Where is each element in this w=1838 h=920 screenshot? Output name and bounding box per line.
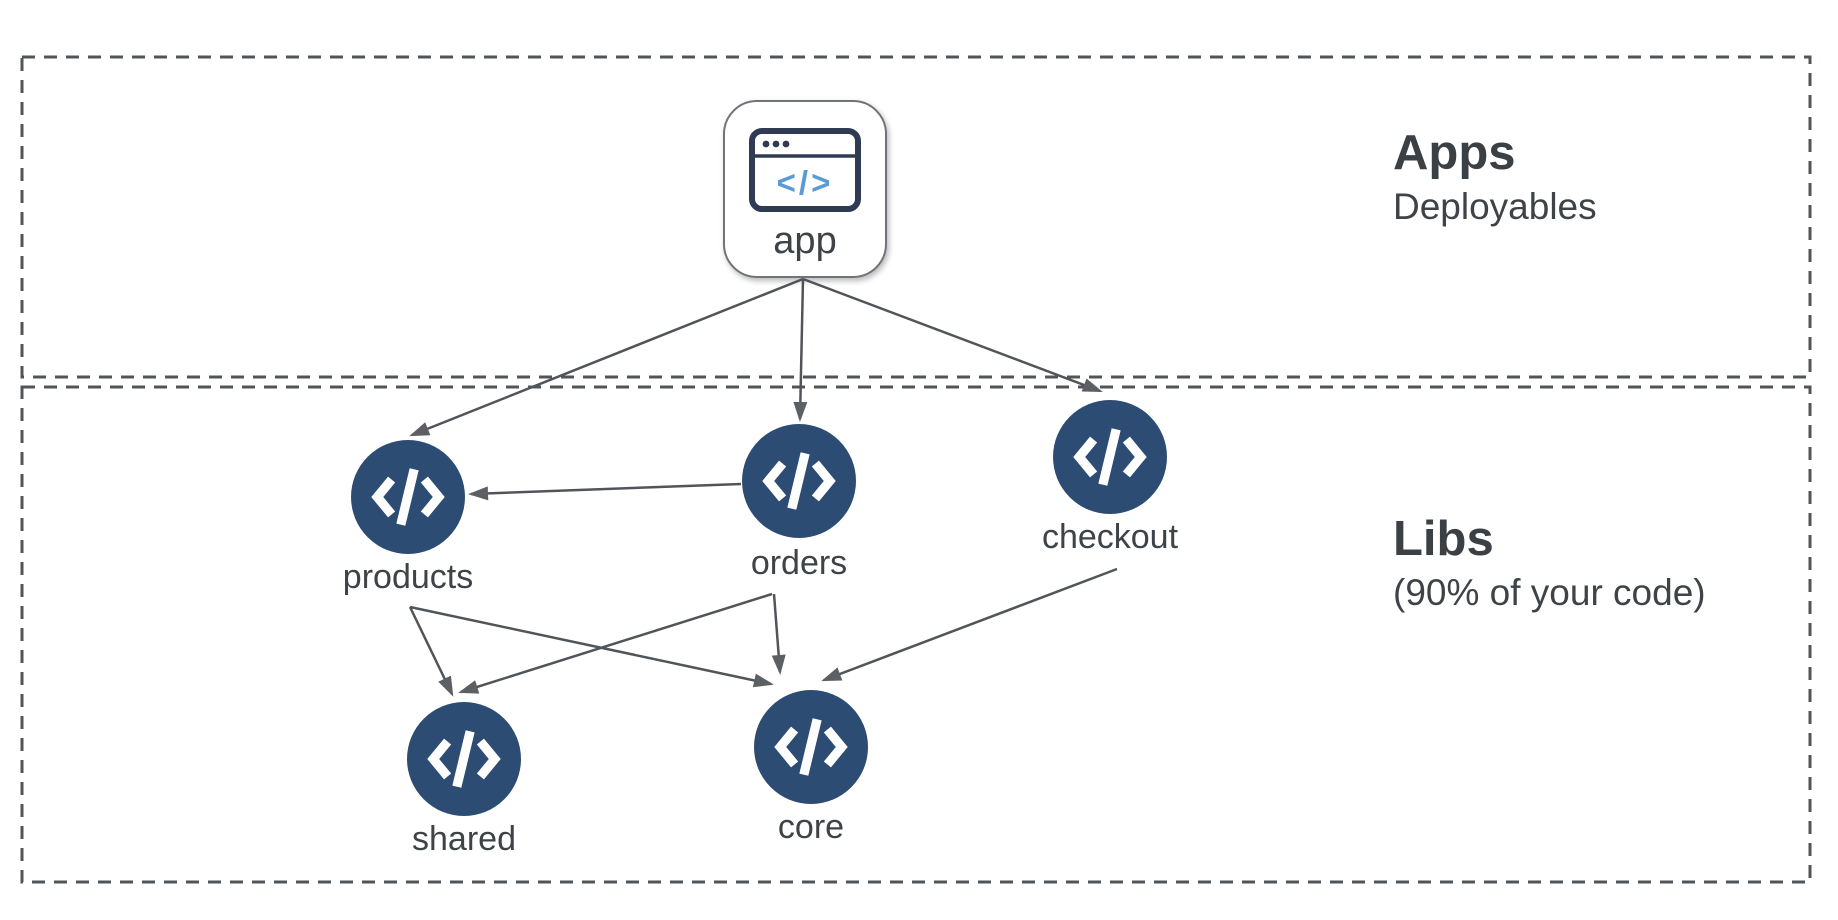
node-label-checkout: checkout (1041, 518, 1179, 556)
node-label-orders: orders (750, 544, 848, 582)
node-label-products: products (342, 558, 474, 596)
edge-orders-core (771, 593, 786, 675)
node-shared (407, 702, 521, 816)
code-icon (762, 452, 836, 510)
node-checkout (1053, 400, 1167, 514)
apps-subtitle: Deployables (1393, 185, 1597, 227)
code-icon (427, 730, 501, 788)
libs-section-heading: Libs (90% of your code) (1393, 512, 1706, 615)
browser-code-icon: </> (749, 128, 861, 212)
node-label-shared: shared (412, 820, 516, 858)
edge-checkout-core (821, 567, 1118, 682)
apps-section-box (20, 55, 1812, 379)
edge-app-checkout (802, 277, 1103, 393)
node-app: </> app (723, 100, 887, 278)
node-core (754, 690, 868, 804)
code-icon (774, 718, 848, 776)
edge-products-core (409, 605, 774, 688)
node-label-core: core (777, 808, 845, 846)
edge-products-shared (408, 606, 454, 697)
node-orders (742, 424, 856, 538)
code-icon (371, 468, 445, 526)
code-icon (1073, 428, 1147, 486)
node-label-app: app (773, 220, 837, 262)
edge-app-products (409, 277, 804, 437)
libs-subtitle: (90% of your code) (1393, 571, 1706, 613)
code-glyph: </> (776, 164, 834, 201)
apps-section-heading: Apps Deployables (1393, 126, 1597, 229)
libs-section-box (20, 385, 1812, 884)
node-products (351, 440, 465, 554)
apps-title: Apps (1393, 126, 1516, 180)
edge-orders-shared (458, 592, 773, 694)
edge-orders-products (468, 482, 742, 501)
libs-title: Libs (1393, 512, 1494, 566)
edge-app-orders (793, 278, 808, 422)
